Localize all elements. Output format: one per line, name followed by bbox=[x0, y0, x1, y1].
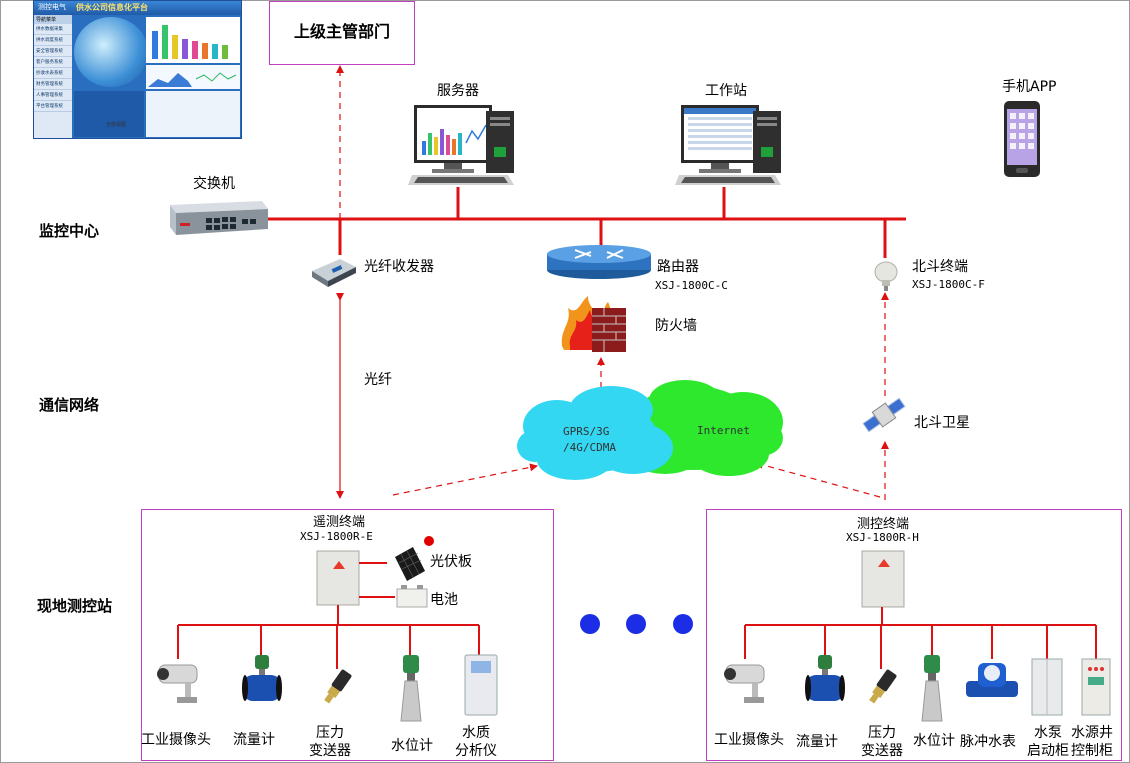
mobile-phone-icon bbox=[1004, 101, 1040, 177]
platform-menu-item: 客户服务系统 bbox=[34, 57, 72, 68]
instrument-label: 压力变送器 bbox=[290, 724, 370, 760]
instrument-label-line1: 水位计 bbox=[913, 733, 955, 749]
instrument-label-line1: 水质 bbox=[462, 725, 490, 741]
instrument-label: 水位计 bbox=[894, 732, 974, 750]
instrument-label-line1: 工业摄像头 bbox=[714, 732, 784, 748]
platform-mini-chart bbox=[146, 17, 240, 63]
gprs-line1: GPRS/3G bbox=[563, 425, 610, 438]
solar-panel-label: 光伏板 bbox=[430, 554, 472, 570]
platform-menu-item: 平台管理系统 bbox=[34, 101, 72, 112]
firewall-icon bbox=[561, 296, 626, 352]
router-icon bbox=[547, 245, 651, 279]
platform-logo: 测控电气 bbox=[38, 3, 66, 11]
layer-monitor-center: 监控中心 bbox=[39, 222, 100, 240]
left-station-title: 遥测终端 bbox=[313, 515, 366, 530]
workstation-label: 工作站 bbox=[705, 83, 747, 99]
platform-panel-label: 全部视图 bbox=[106, 122, 127, 128]
platform-screenshot: 测控电气 供水公司信息化平台 导航菜单 供水数据采集供水调度系统安全管理系统客户… bbox=[33, 0, 242, 139]
internet-label: Internet bbox=[697, 424, 750, 437]
fiber-transceiver-label: 光纤收发器 bbox=[364, 259, 434, 275]
switch-label: 交换机 bbox=[193, 176, 235, 192]
platform-mini-area bbox=[146, 65, 240, 89]
instrument-label-line1: 水泵 bbox=[1034, 725, 1062, 741]
platform-title: 供水公司信息化平台 bbox=[76, 3, 148, 12]
fiber-label: 光纤 bbox=[364, 372, 392, 388]
beidou-terminal-label: 北斗终端 bbox=[912, 259, 968, 275]
instrument-label-line1: 脉冲水表 bbox=[960, 734, 1016, 750]
upper-dept-box: 上级主管部门 bbox=[269, 1, 415, 65]
instrument-label: 水质分析仪 bbox=[436, 724, 516, 760]
instrument-label: 水位计 bbox=[372, 737, 452, 755]
instrument-label-line1: 流量计 bbox=[233, 732, 275, 748]
layer-comm-network: 通信网络 bbox=[39, 396, 100, 414]
right-station-box bbox=[706, 509, 1122, 761]
beidou-terminal-model: XSJ-1800C-F bbox=[912, 278, 985, 291]
left-station-wiring bbox=[157, 536, 498, 722]
workstation-computer-icon bbox=[675, 105, 781, 185]
instrument-label-line1: 流量计 bbox=[796, 734, 838, 750]
instrument-label-line1: 压力 bbox=[868, 725, 896, 741]
instrument-label: 水源井控制柜 bbox=[1052, 724, 1130, 760]
platform-menu-header: 导航菜单 bbox=[34, 15, 72, 24]
instrument-label: 水泵启动柜 bbox=[1008, 724, 1088, 760]
instrument-label-line1: 水位计 bbox=[391, 738, 433, 754]
beidou-satellite-label: 北斗卫星 bbox=[914, 415, 970, 431]
left-station-to-cloud-arrow bbox=[392, 463, 538, 496]
platform-menu-item: 安全管理系统 bbox=[34, 46, 72, 57]
instrument-label-line1: 工业摄像头 bbox=[141, 732, 211, 748]
server-label: 服务器 bbox=[437, 83, 479, 99]
battery-label: 电池 bbox=[430, 592, 458, 608]
phone-app-label: 手机APP bbox=[1002, 79, 1057, 95]
instrument-label: 脉冲水表 bbox=[948, 733, 1028, 751]
switch-icon bbox=[170, 201, 268, 235]
router-label: 路由器 bbox=[657, 259, 699, 275]
gprs-cloud bbox=[517, 386, 673, 480]
firewall-label: 防火墙 bbox=[655, 318, 697, 334]
instrument-label-line1: 水源井 bbox=[1071, 725, 1113, 741]
right-station-model: XSJ-1800R-H bbox=[846, 531, 919, 544]
instrument-label-line2: 变送器 bbox=[309, 743, 351, 759]
router-model: XSJ-1800C-C bbox=[655, 279, 728, 292]
platform-menu-item: 抄收水表系统 bbox=[34, 68, 72, 79]
server-computer-icon bbox=[408, 105, 514, 185]
instrument-label-line2: 分析仪 bbox=[455, 743, 497, 759]
fiber-transceiver-icon bbox=[312, 259, 356, 287]
instrument-label: 流量计 bbox=[777, 733, 857, 751]
left-station-model: XSJ-1800R-E bbox=[300, 530, 373, 543]
gprs-line2: /4G/CDMA bbox=[563, 441, 616, 454]
instrument-label: 工业摄像头 bbox=[709, 731, 789, 749]
layer-field-station: 现地测控站 bbox=[37, 597, 113, 615]
instrument-label: 流量计 bbox=[214, 731, 294, 749]
beidou-satellite-icon bbox=[862, 397, 906, 433]
instrument-label-line2: 控制柜 bbox=[1071, 743, 1113, 759]
instrument-label-line2: 启动柜 bbox=[1027, 743, 1069, 759]
platform-menu-item: 人事管理系统 bbox=[34, 90, 72, 101]
platform-menu-item: 供水调度系统 bbox=[34, 35, 72, 46]
upper-dept-label: 上级主管部门 bbox=[293, 22, 390, 41]
beidou-terminal-icon bbox=[874, 261, 898, 291]
platform-menu-item: 供水数据采集 bbox=[34, 24, 72, 35]
network-clouds bbox=[517, 380, 783, 480]
instrument-label-line2: 变送器 bbox=[861, 743, 903, 759]
instrument-label: 工业摄像头 bbox=[136, 731, 216, 749]
more-stations-ellipsis bbox=[580, 614, 693, 634]
right-station-title: 测控终端 bbox=[857, 517, 910, 532]
instrument-label: 压力变送器 bbox=[842, 724, 922, 760]
platform-menu-item: 财务管理系统 bbox=[34, 79, 72, 90]
right-station-wiring bbox=[724, 550, 1111, 722]
instrument-label-line1: 压力 bbox=[316, 725, 344, 741]
